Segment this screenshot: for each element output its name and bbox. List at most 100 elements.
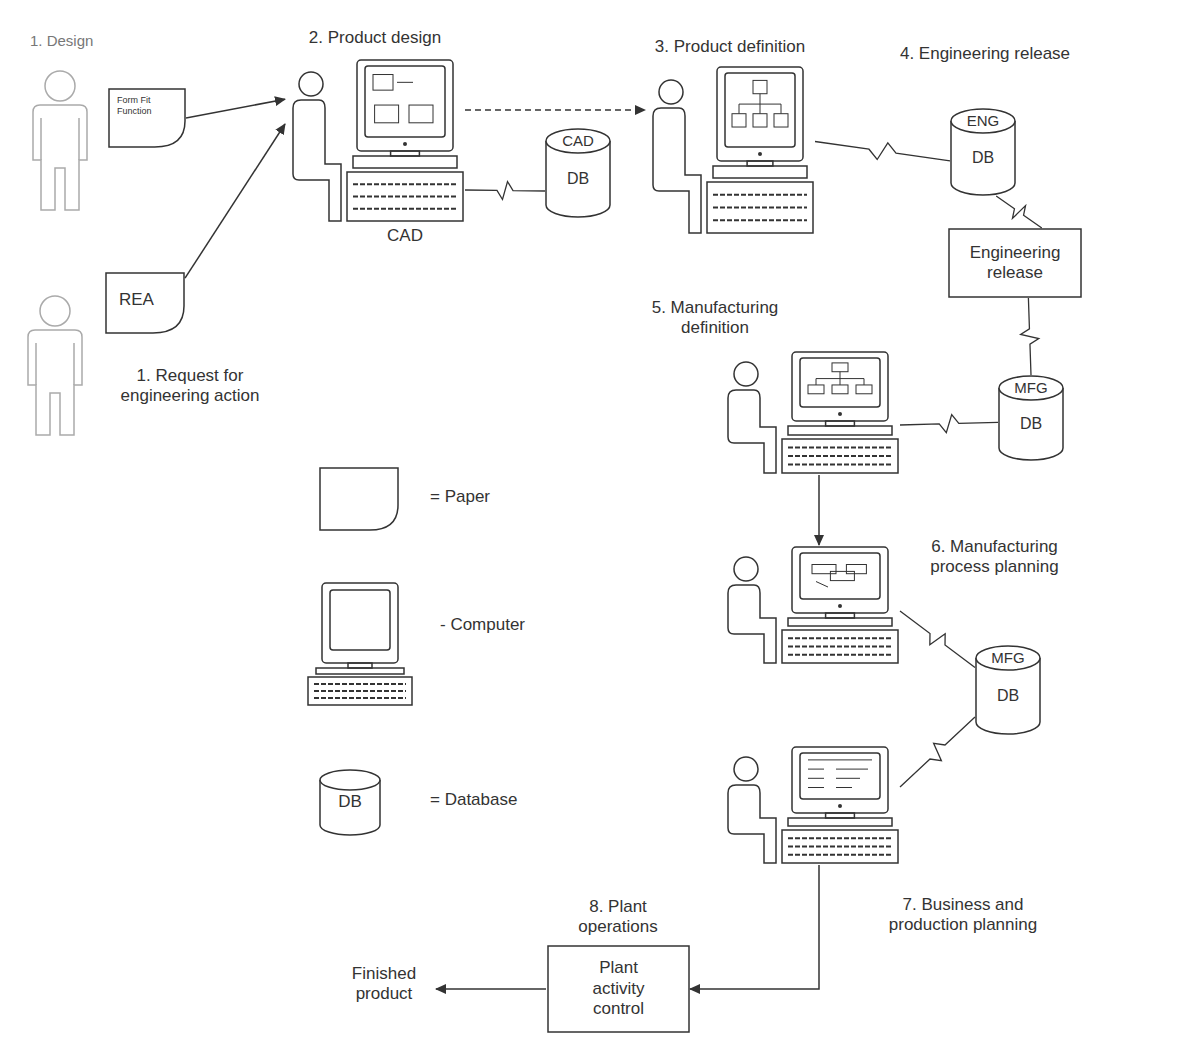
drawing-part [808,778,824,779]
step-heading: 8. Plant operations [568,897,668,938]
paper-text: REA [119,290,154,310]
drawing-part [36,343,74,385]
database-cylinder: ENG DB [950,108,1016,196]
drawing-part [816,582,828,588]
drawing-part [838,604,842,608]
drawing-part [838,412,842,416]
drawing-part [314,697,406,699]
drawing-part [397,82,413,83]
drawing-part [45,71,75,101]
drawing-part [409,105,433,123]
workstation-figure [720,350,900,475]
drawing-part [788,426,892,435]
drawing-part [728,390,776,473]
step-heading: 6. Manufacturing process planning [912,537,1077,578]
workstation: 2. Product designCAD [285,58,465,223]
drawing-part [734,362,758,386]
drawing-part [836,787,852,788]
drawing-part [347,172,463,221]
drawing-part [788,455,892,457]
drawing-part [403,142,407,146]
step-heading: 3. Product definition [635,37,825,57]
drawing-part [728,585,776,663]
data-link [1021,298,1039,375]
data-link [900,415,998,433]
drawing-part [788,646,892,648]
drawing-part [788,618,892,626]
flow-arrow [185,124,285,278]
drawing-part [808,385,824,394]
workstation: 7. Business and production planning [720,745,900,865]
designer-figure [33,71,87,210]
drawing-part [788,818,892,826]
workstation-figure [720,545,900,665]
box-text: Engineering release [956,243,1074,284]
flow-arrow [186,99,285,118]
drawing-part [808,769,824,770]
drawing-part [856,385,872,394]
drawing-part [840,379,841,385]
drawing-part [812,565,836,574]
drawing-part [322,583,398,663]
drawing-part [365,66,445,137]
drawing-part [840,372,841,379]
workstation-figure [285,58,465,223]
drawing-part [800,753,880,799]
drawing-part [760,94,761,104]
data-link [815,142,950,161]
legend-text: - Computer [440,615,525,635]
drawing-part [375,105,399,123]
drawing-part [808,787,824,788]
database-name: ENG [950,113,1016,128]
database-name: CAD [545,133,611,148]
drawing-part [816,379,817,385]
drawing-part [951,109,1015,133]
drawing-part [109,89,185,147]
drawing-part [314,690,406,692]
drawing-part [707,182,813,233]
drawing-part [788,447,892,449]
legend-paper-symbol [320,468,398,530]
drawing-part [788,464,892,466]
drawing-part [788,854,892,856]
database-label: DB [545,169,611,188]
legend-computer-symbol [308,583,412,705]
drawing-part [653,108,701,233]
drawing-part [40,296,70,326]
drawing-part [739,104,740,114]
drawing-part [717,67,803,161]
data-link [900,717,975,787]
drawing-part [788,637,892,639]
workstation-figure [720,745,900,865]
drawing-part [830,571,854,580]
drawing-part [758,152,762,156]
drawing-part [320,770,380,790]
plant-box: 8. Plant operationsPlant activity contro… [547,945,690,1033]
drawing-part [976,646,1040,670]
step-heading: 1. Design [30,32,93,50]
drawing-part [713,194,807,196]
paper-text: Form Fit Function [117,95,152,117]
drawing-part [330,590,390,650]
drawing-part [792,747,888,813]
data-link [465,182,545,200]
drawing-part [308,677,412,705]
drawing-part [788,846,892,848]
drawing-part [41,118,79,160]
requester-figure [28,296,82,435]
drawing-part [373,75,393,91]
drawing-part [753,114,767,127]
drawing-part [753,80,767,93]
flow-arrow [818,475,820,545]
database-cylinder: MFGDB [975,645,1041,735]
workstation: 5. Manufacturing definition [720,350,900,475]
drawing-part [836,778,860,779]
drawing-part [788,837,892,839]
database-label: DB [950,148,1016,167]
drawing-part [782,439,898,473]
drawing-part [316,668,404,674]
drawing-part [713,219,807,221]
legend-text: = Database [430,790,517,810]
